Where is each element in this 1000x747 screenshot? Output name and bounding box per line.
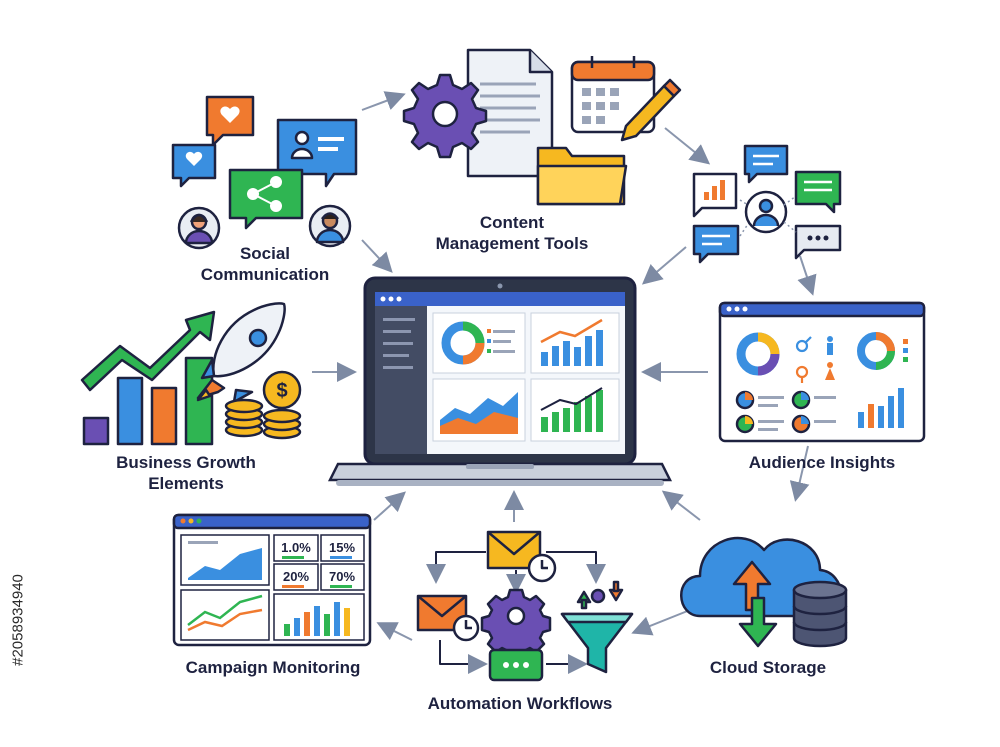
stat-text: 1.0% — [281, 540, 311, 555]
label-campaign-monitoring: Campaign Monitoring — [185, 658, 361, 677]
label-cloud-storage: Cloud Storage — [709, 658, 827, 677]
arrow-social-to-laptop — [361, 239, 393, 273]
arrow-content-to-audience — [664, 127, 711, 165]
label-social-line1: Social — [239, 244, 291, 263]
cloud-storage-icons — [680, 536, 848, 648]
audience-network-icons — [692, 144, 842, 264]
laptop-dashboard — [327, 276, 673, 486]
stat-text: 15% — [329, 540, 355, 555]
flow-arrows — [312, 91, 817, 641]
arrow-content-to-laptop — [641, 246, 687, 285]
content-management-icons — [402, 48, 682, 206]
label-audience-insights: Audience Insights — [748, 453, 896, 472]
label-business-line2: Elements — [148, 474, 224, 493]
arrow-cloud-to-laptop — [661, 490, 701, 521]
arrow-campaign-to-laptop — [373, 491, 406, 521]
label-automation-workflows: Automation Workflows — [427, 694, 613, 713]
label-business-line1: Business Growth — [116, 453, 256, 472]
arrow-audience-chat-down — [797, 255, 817, 296]
stock-id-watermark: #205893494​0 — [8, 500, 28, 740]
arrow-audience-to-cloud — [789, 445, 810, 502]
arrow-social-to-content — [361, 91, 406, 111]
label-content-management: Content Management Tools — [412, 212, 612, 254]
label-social-communication: Social Communication — [180, 243, 350, 285]
automation-workflow-icons — [416, 530, 634, 682]
business-growth-icons: $ — [80, 302, 302, 446]
label-social-line2: Communication — [200, 265, 330, 284]
arrow-automation-to-campaign — [376, 622, 413, 641]
label-business-growth: Business Growth Elements — [96, 452, 276, 494]
stat-text: 20% — [283, 569, 309, 584]
stat-text: 70% — [329, 569, 355, 584]
dollar-icon: $ — [276, 380, 287, 402]
label-content-line1: Content — [479, 213, 545, 232]
arrow-cloud-to-automation — [631, 609, 691, 636]
label-content-line2: Management Tools — [435, 234, 589, 253]
campaign-monitoring-dashboard: 1.0% 15% 20% 70% — [172, 513, 372, 647]
social-communication-icons — [171, 95, 358, 250]
audience-insights-dashboard — [718, 301, 926, 443]
stock-id-text: #205893494​0 — [9, 574, 27, 666]
